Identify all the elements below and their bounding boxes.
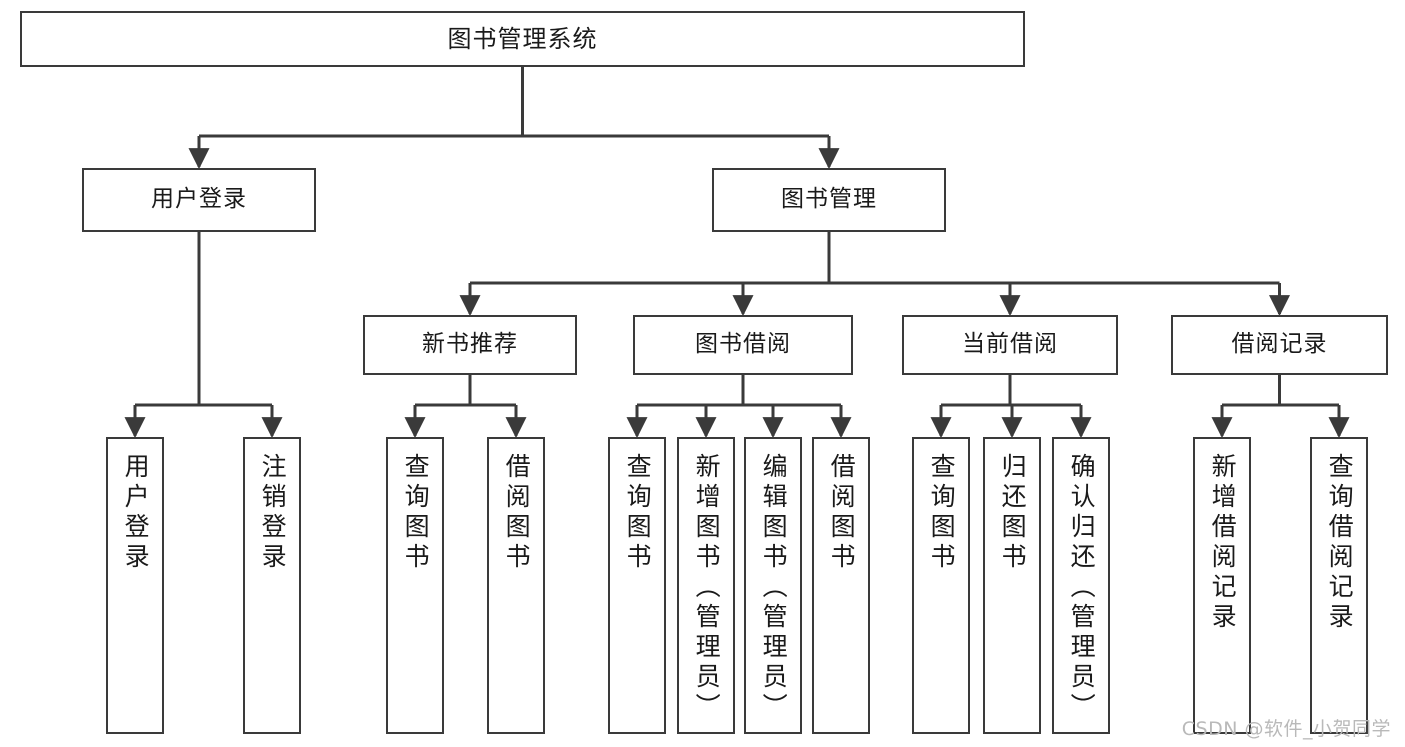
leaf-query-book-3[interactable]: 查询图书 <box>912 437 970 734</box>
leaf-add-record[interactable]: 新增借阅记录 <box>1193 437 1251 734</box>
leaf-query-book-2[interactable]: 查询图书 <box>608 437 666 734</box>
watermark: CSDN @软件_小贺同学 <box>1181 718 1391 740</box>
leaf-confirm-return[interactable]: 确认归还（管理员） <box>1052 437 1110 734</box>
node-book-management-label: 图书管理 <box>781 186 877 213</box>
node-current-borrow-label: 当前借阅 <box>962 331 1058 358</box>
edges <box>124 67 1350 439</box>
node-root-label: 图书管理系统 <box>447 24 598 53</box>
node-user-login[interactable]: 用户登录 <box>82 168 316 232</box>
node-current-borrow[interactable]: 当前借阅 <box>902 315 1118 375</box>
leaf-edit-book-label: 编辑图书（管理员） <box>759 453 789 723</box>
leaf-query-record-label: 查询借阅记录 <box>1325 453 1355 633</box>
node-new-book-recommend[interactable]: 新书推荐 <box>363 315 577 375</box>
leaf-user-login-label: 用户登录 <box>121 453 151 573</box>
leaf-logout-label: 注销登录 <box>258 453 288 573</box>
node-new-book-recommend-label: 新书推荐 <box>422 331 518 358</box>
leaf-add-book-label: 新增图书（管理员） <box>692 453 722 723</box>
node-book-borrow[interactable]: 图书借阅 <box>633 315 853 375</box>
leaf-return-book[interactable]: 归还图书 <box>983 437 1041 734</box>
leaf-confirm-return-label: 确认归还（管理员） <box>1067 453 1097 723</box>
leaf-logout[interactable]: 注销登录 <box>243 437 301 734</box>
leaf-query-book-3-label: 查询图书 <box>927 453 957 573</box>
node-book-management[interactable]: 图书管理 <box>712 168 946 232</box>
leaf-add-record-label: 新增借阅记录 <box>1208 453 1238 633</box>
node-book-borrow-label: 图书借阅 <box>695 331 791 358</box>
leaf-query-book-2-label: 查询图书 <box>623 453 653 573</box>
node-borrow-record-label: 借阅记录 <box>1231 331 1328 358</box>
leaf-query-record[interactable]: 查询借阅记录 <box>1310 437 1368 734</box>
leaf-borrow-book-1[interactable]: 借阅图书 <box>487 437 545 734</box>
leaf-user-login[interactable]: 用户登录 <box>106 437 164 734</box>
leaf-borrow-book-2[interactable]: 借阅图书 <box>812 437 870 734</box>
leaf-borrow-book-1-label: 借阅图书 <box>502 453 532 573</box>
leaf-add-book[interactable]: 新增图书（管理员） <box>677 437 735 734</box>
leaf-edit-book[interactable]: 编辑图书（管理员） <box>744 437 802 734</box>
node-user-login-label: 用户登录 <box>151 186 247 213</box>
leaf-query-book-1-label: 查询图书 <box>401 453 431 573</box>
leaf-return-book-label: 归还图书 <box>998 453 1028 573</box>
leaf-borrow-book-2-label: 借阅图书 <box>827 453 857 573</box>
node-root[interactable]: 图书管理系统 <box>20 11 1025 67</box>
node-borrow-record[interactable]: 借阅记录 <box>1171 315 1388 375</box>
leaf-query-book-1[interactable]: 查询图书 <box>386 437 444 734</box>
